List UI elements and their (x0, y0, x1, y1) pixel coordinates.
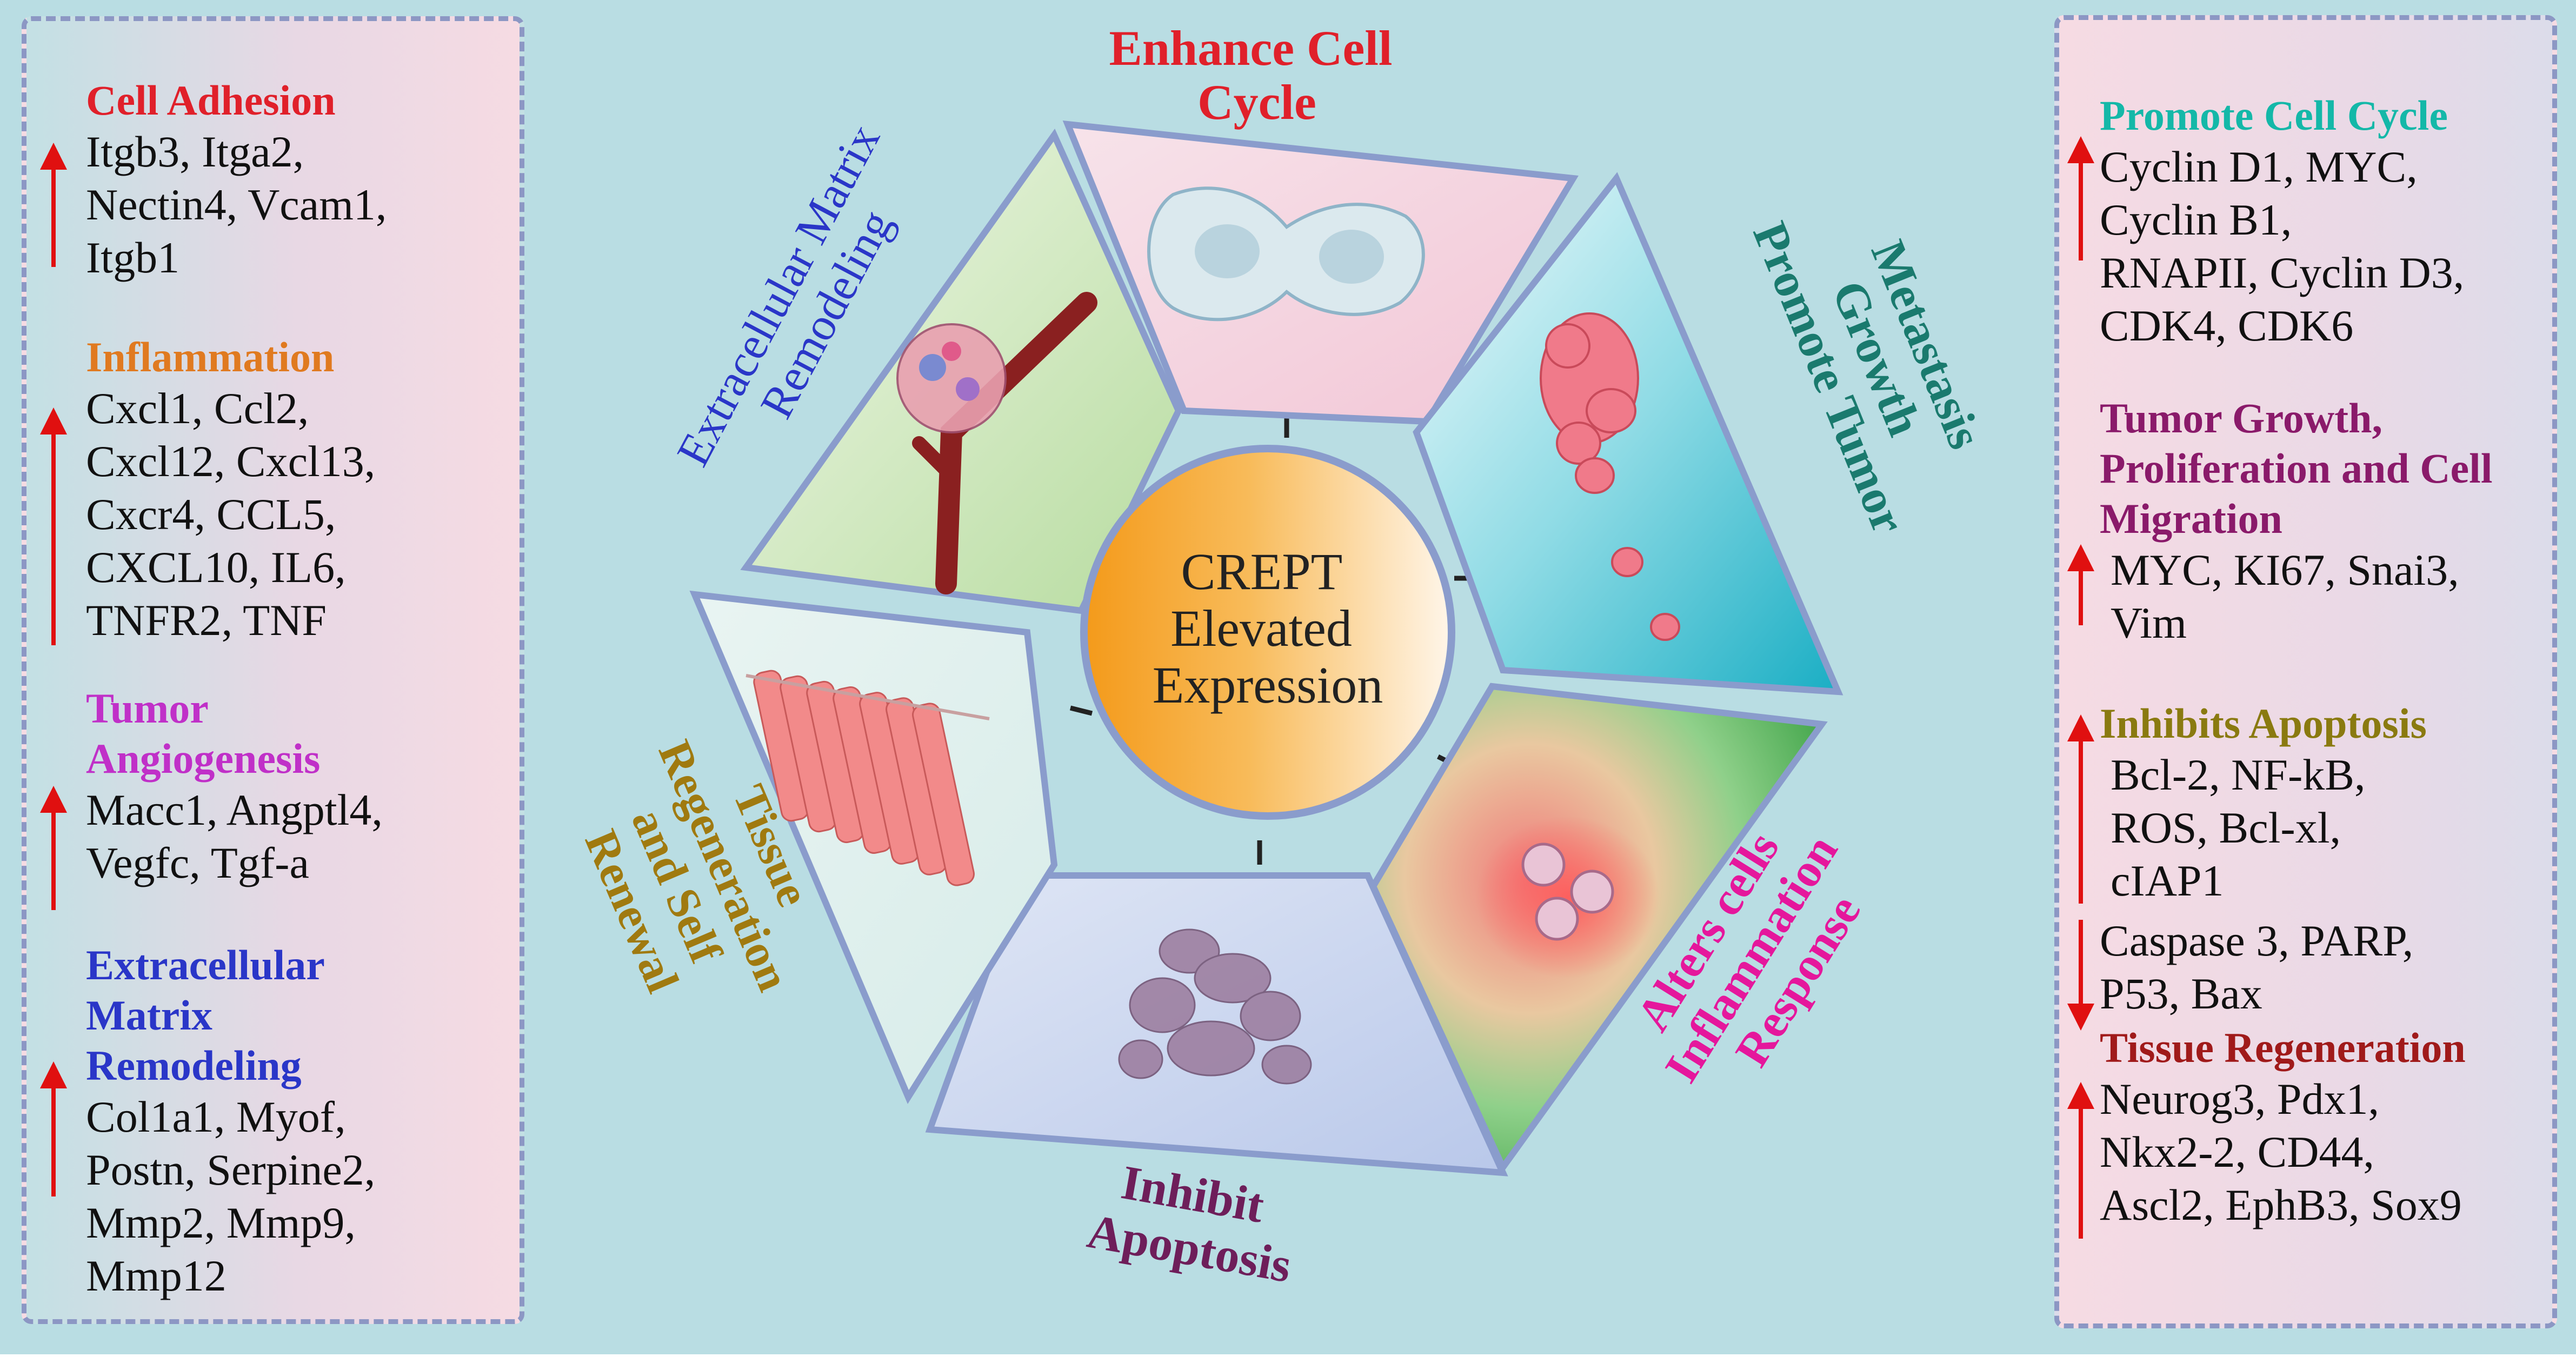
up-arrow-icon (2067, 714, 2094, 904)
section-title: Inhibits Apoptosis (2100, 700, 2427, 747)
up-arrow-icon (40, 143, 67, 267)
epithelium-icon (745, 670, 990, 886)
section-tissue-regeneration: Tissue Regeneration Neurog3, Pdx1, Nkx2-… (2100, 1022, 2466, 1232)
right-gene-panel: Promote Cell Cycle Cyclin D1, MYC, Cycli… (2054, 15, 2557, 1328)
section-cell-adhesion: Cell Adhesion Itgb3, Itga2, Nectin4, Vca… (86, 75, 387, 284)
section-title: Inflammation (86, 333, 335, 380)
section-title: Tumor Growth, Proliferation and Cell Mig… (2100, 395, 2493, 542)
segment-inhibit-apoptosis (925, 872, 1508, 1176)
gene-list: Col1a1, Myof, Postn, Serpine2, Mmp2, Mmp… (86, 1092, 376, 1300)
gene-list: Neurog3, Pdx1, Nkx2-2, CD44, Ascl2, EphB… (2100, 1074, 2462, 1229)
segment-tissue-regeneration (689, 590, 1058, 1104)
section-decreased-apoptosis: Caspase 3, PARP, P53, Bax (2100, 914, 2413, 1020)
section-inhibits-apoptosis: Inhibits Apoptosis Bcl-2, NF-kB, ROS, Bc… (2100, 698, 2427, 907)
inflammation-cells-icon (1476, 816, 1660, 978)
segment-ecm-remodeling (740, 129, 1182, 614)
section-title: Tissue Regeneration (2100, 1024, 2466, 1071)
up-arrow-icon (2067, 1082, 2094, 1239)
section-tumor-growth: Tumor Growth, Proliferation and Cell Mig… (2100, 393, 2493, 650)
center-circle (1080, 445, 1455, 820)
gene-list: Cxcl1, Ccl2, Cxcl12, Cxcl13, Cxcr4, CCL5… (86, 384, 376, 645)
up-arrow-icon (40, 1061, 67, 1196)
section-title: Cell Adhesion (86, 77, 336, 124)
segment-promote-tumor (1413, 172, 1843, 696)
gene-list: Macc1, Angptl4, Vegfc, Tgf-a (86, 785, 383, 887)
apoptotic-cells-icon (1118, 928, 1312, 1085)
label-enhance-cell-cycle: Enhance Cell Cycle (1109, 21, 1405, 130)
up-arrow-icon (2067, 136, 2094, 260)
gene-list: Bcl-2, NF-kB, ROS, Bcl-xl, cIAP1 (2111, 750, 2366, 905)
up-arrow-icon (40, 407, 67, 645)
dividing-cell-icon (1147, 186, 1425, 322)
section-inflammation: Inflammation Cxcl1, Ccl2, Cxcl12, Cxcl13… (86, 332, 375, 647)
tumor-cluster-icon (1540, 312, 1680, 641)
gene-list: Itgb3, Itga2, Nectin4, Vcam1, Itgb1 (86, 127, 387, 282)
up-arrow-icon (40, 786, 67, 910)
center-label: CREPT Elevated Expression (1153, 543, 1383, 714)
section-ecm-remodeling: Extracellular Matrix Remodeling Col1a1, … (86, 940, 375, 1302)
section-title: Promote Cell Cycle (2100, 92, 2448, 139)
section-title: Tumor Angiogenesis (86, 685, 321, 782)
up-arrow-icon (2067, 544, 2094, 625)
down-arrow-icon (2067, 920, 2094, 1031)
section-promote-cell-cycle: Promote Cell Cycle Cyclin D1, MYC, Cycli… (2100, 90, 2464, 352)
blood-vessel-tumor-icon (896, 292, 1097, 594)
section-tumor-angiogenesis: Tumor Angiogenesis Macc1, Angptl4, Vegfc… (86, 683, 383, 890)
left-gene-panel: Cell Adhesion Itgb3, Itga2, Nectin4, Vca… (22, 16, 524, 1324)
gene-list: Caspase 3, PARP, P53, Bax (2100, 916, 2414, 1018)
gene-list: Cyclin D1, MYC, Cyclin B1, RNAPII, Cycli… (2100, 142, 2465, 350)
section-title: Extracellular Matrix Remodeling (86, 941, 325, 1089)
gene-list: MYC, KI67, Snai3, Vim (2111, 545, 2459, 647)
